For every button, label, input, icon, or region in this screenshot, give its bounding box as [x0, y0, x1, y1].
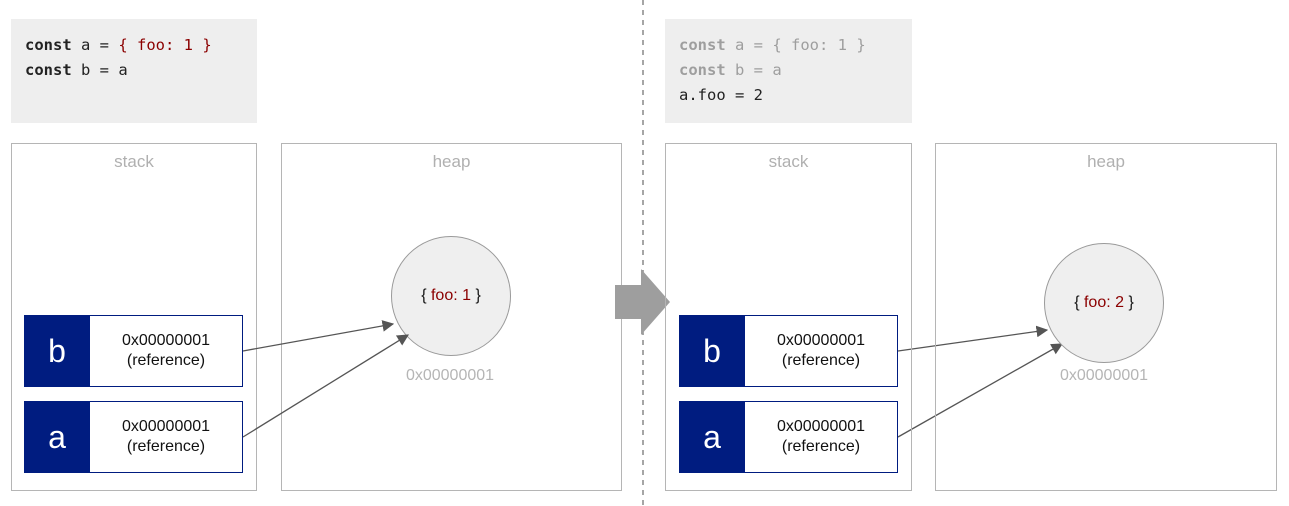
left-heap-object: { foo: 1 } — [391, 236, 511, 356]
pointer-arrow-b — [242, 320, 395, 352]
left-slot-a: a 0x00000001 (reference) — [24, 401, 243, 473]
code-line-2: const b = a — [679, 61, 782, 79]
stack-title: stack — [114, 152, 154, 171]
variable-name: b — [679, 315, 745, 387]
heap-title: heap — [1087, 152, 1125, 171]
code-line-3: a.foo = 2 — [679, 86, 763, 104]
code-line-1: const a = { foo: 1 } — [25, 36, 212, 54]
pointer-arrow-a — [242, 334, 409, 438]
reference-note: (reference) — [126, 352, 206, 369]
code-line-2: const b = a — [25, 61, 128, 79]
right-heap-box: heap — [935, 143, 1277, 491]
reference-note: (reference) — [781, 352, 861, 369]
right-slot-b: b 0x00000001 (reference) — [679, 315, 898, 387]
variable-name: a — [679, 401, 745, 473]
reference-note: (reference) — [126, 438, 206, 455]
left-code-block: const a = { foo: 1 } const b = a — [11, 19, 257, 123]
left-stack-box: stack — [11, 143, 257, 491]
heap-title: heap — [432, 152, 471, 171]
reference-note: (reference) — [781, 438, 861, 455]
right-slot-a: a 0x00000001 (reference) — [679, 401, 898, 473]
reference-value: 0x00000001 (reference) — [745, 315, 898, 387]
address-text: 0x00000001 — [121, 332, 211, 349]
pointer-arrow-b — [897, 325, 1049, 352]
variable-name: b — [24, 315, 90, 387]
stack-title: stack — [768, 152, 809, 171]
variable-name: a — [24, 401, 90, 473]
pointer-arrow-a — [897, 343, 1064, 438]
reference-value: 0x00000001 (reference) — [90, 401, 243, 473]
left-slot-b: b 0x00000001 (reference) — [24, 315, 243, 387]
right-stack-box: stack — [665, 143, 912, 491]
code-line-1: const a = { foo: 1 } — [679, 36, 866, 54]
address-text: 0x00000001 — [776, 418, 866, 435]
right-heap-object: { foo: 2 } — [1044, 243, 1164, 363]
left-heap-address: 0x00000001 — [405, 367, 495, 384]
right-code-block: const a = { foo: 1 } const b = a a.foo =… — [665, 19, 912, 123]
address-text: 0x00000001 — [776, 332, 866, 349]
reference-value: 0x00000001 (reference) — [745, 401, 898, 473]
right-heap-address: 0x00000001 — [1059, 367, 1149, 384]
address-text: 0x00000001 — [121, 418, 211, 435]
reference-value: 0x00000001 (reference) — [90, 315, 243, 387]
transition-arrow-icon — [615, 269, 670, 335]
